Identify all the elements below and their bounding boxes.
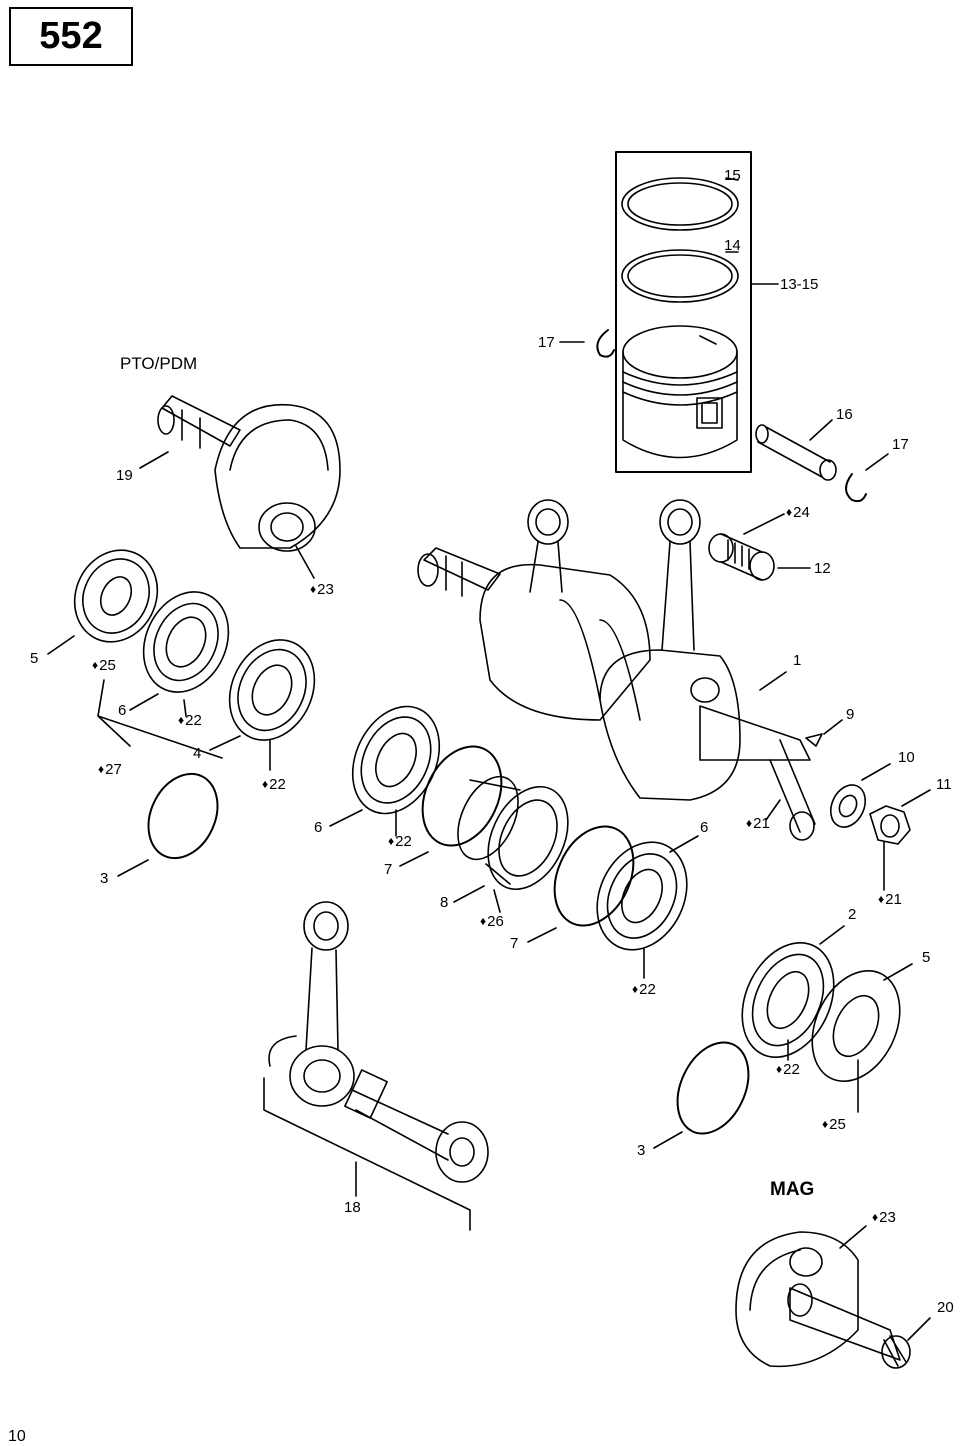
lube-26-value: 26 bbox=[487, 913, 504, 930]
lube-21-shaft-value: 21 bbox=[753, 815, 770, 832]
lube-22-middle-value: 22 bbox=[395, 833, 412, 850]
lube-22-middle: ♦22 bbox=[388, 834, 412, 849]
diagram-number: 552 bbox=[39, 15, 103, 57]
lube-23-mag-value: 23 bbox=[879, 1209, 896, 1226]
drop-icon: ♦ bbox=[262, 777, 269, 791]
callout-16: 16 bbox=[836, 406, 853, 423]
lube-22-right: ♦22 bbox=[632, 982, 656, 997]
lube-22-bearing4: ♦22 bbox=[262, 777, 286, 792]
callout-3-right: 3 bbox=[637, 1142, 646, 1159]
drop-icon: ♦ bbox=[776, 1062, 783, 1076]
mag-section-label: MAG bbox=[770, 1179, 815, 1200]
lube-21-nut: ♦21 bbox=[878, 892, 902, 907]
callout-5-right: 5 bbox=[922, 949, 931, 966]
lube-27-value: 27 bbox=[105, 761, 122, 778]
lube-22-right-value: 22 bbox=[639, 981, 656, 998]
callout-18: 18 bbox=[344, 1199, 361, 1216]
lube-21-nut-value: 21 bbox=[885, 891, 902, 908]
lube-25-right: ♦25 bbox=[822, 1117, 846, 1132]
callout-10: 10 bbox=[898, 749, 915, 766]
callout-17-left: 17 bbox=[538, 334, 555, 351]
drop-icon: ♦ bbox=[872, 1210, 879, 1224]
lube-25-left-value: 25 bbox=[99, 657, 116, 674]
callout-3-left: 3 bbox=[100, 870, 109, 887]
callout-5-left: 5 bbox=[30, 650, 39, 667]
lube-23-top-value: 23 bbox=[317, 581, 334, 598]
callout-19: 19 bbox=[116, 467, 133, 484]
crankshaft-assembly bbox=[417, 499, 816, 841]
bearing-6-middle bbox=[329, 705, 441, 837]
bearing-6-right bbox=[596, 835, 699, 979]
lube-21-shaft: ♦21 bbox=[746, 816, 770, 831]
callout-8: 8 bbox=[440, 894, 449, 911]
lube-23-top: ♦23 bbox=[310, 582, 334, 597]
drop-icon: ♦ bbox=[632, 982, 639, 996]
lube-22-left-value: 22 bbox=[185, 712, 202, 729]
pto-section-label: PTO/PDM bbox=[120, 354, 198, 373]
bearing-2 bbox=[741, 925, 845, 1061]
lube-22-bearing2: ♦22 bbox=[776, 1062, 800, 1077]
callout-13-15: 13-15 bbox=[780, 276, 819, 293]
bearing-8 bbox=[453, 775, 569, 913]
page-number: 10 bbox=[8, 1428, 26, 1445]
oil-seal-right bbox=[811, 963, 913, 1113]
callout-12: 12 bbox=[814, 560, 831, 577]
lube-22-bearing2-value: 22 bbox=[783, 1061, 800, 1078]
callout-2: 2 bbox=[848, 906, 857, 923]
drop-icon: ♦ bbox=[878, 892, 885, 906]
drop-icon: ♦ bbox=[746, 816, 753, 830]
lube-27: ♦27 bbox=[98, 762, 122, 777]
drop-icon: ♦ bbox=[822, 1117, 829, 1131]
drop-icon: ♦ bbox=[92, 658, 99, 672]
drop-icon: ♦ bbox=[98, 762, 105, 776]
lube-23-mag: ♦23 bbox=[872, 1210, 896, 1225]
callout-6-left: 6 bbox=[118, 702, 127, 719]
bearing-4 bbox=[209, 639, 316, 771]
drop-icon: ♦ bbox=[786, 505, 793, 519]
callout-7-top: 7 bbox=[384, 861, 393, 878]
wrist-pin bbox=[755, 419, 837, 481]
piston-kit-group bbox=[615, 151, 779, 473]
callout-7-bottom: 7 bbox=[510, 935, 519, 952]
bearing-6-left bbox=[129, 591, 230, 717]
diagram-number-box: 552 bbox=[9, 7, 133, 66]
oil-seal-left bbox=[47, 549, 159, 655]
pto-crank-half bbox=[139, 395, 341, 579]
callout-17-right: 17 bbox=[892, 436, 909, 453]
drop-icon: ♦ bbox=[310, 582, 317, 596]
callout-1: 1 bbox=[793, 652, 802, 669]
lube-24-value: 24 bbox=[793, 504, 810, 521]
needle-bearing-12 bbox=[708, 513, 811, 581]
con-rod-kit bbox=[263, 901, 489, 1231]
callout-15: 15 bbox=[724, 167, 741, 184]
drop-icon: ♦ bbox=[480, 914, 487, 928]
lube-25-left: ♦25 bbox=[92, 658, 116, 673]
lube-25-right-value: 25 bbox=[829, 1116, 846, 1133]
callout-14: 14 bbox=[724, 237, 741, 254]
lube-26: ♦26 bbox=[480, 914, 504, 929]
callout-4: 4 bbox=[193, 745, 202, 762]
lube-22-left: ♦22 bbox=[178, 713, 202, 728]
callout-9: 9 bbox=[846, 706, 855, 723]
callout-20: 20 bbox=[937, 1299, 954, 1316]
mag-crank-half bbox=[735, 1225, 931, 1369]
callout-6-right: 6 bbox=[700, 819, 709, 836]
callout-6-middle: 6 bbox=[314, 819, 323, 836]
drop-icon: ♦ bbox=[178, 713, 185, 727]
lube-24: ♦24 bbox=[786, 505, 810, 520]
drop-icon: ♦ bbox=[388, 834, 395, 848]
lube-22-bearing4-value: 22 bbox=[269, 776, 286, 793]
callout-11: 11 bbox=[936, 776, 952, 793]
